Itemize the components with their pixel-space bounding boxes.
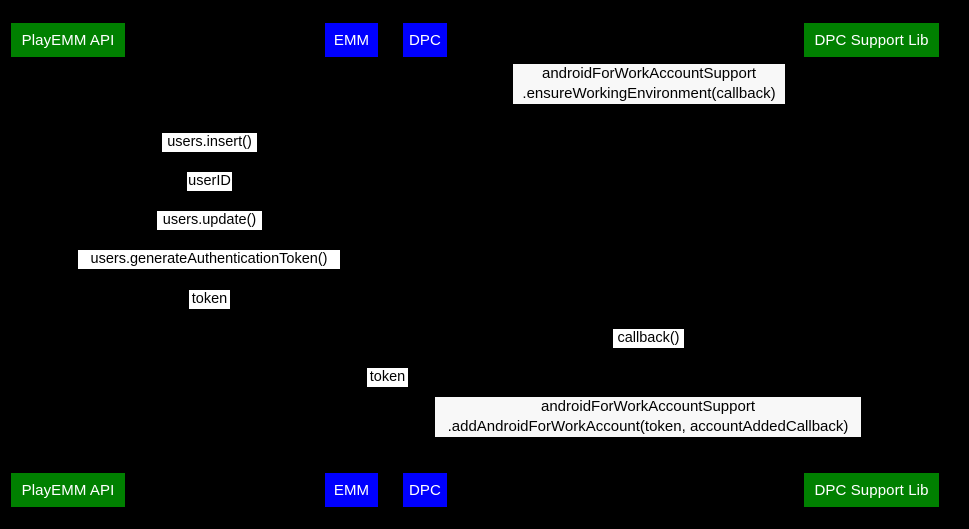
participant-footer-emm[interactable]: EMM	[325, 473, 378, 507]
message-label-users-update: users.update()	[157, 211, 262, 230]
participant-header-emm[interactable]: EMM	[325, 23, 378, 57]
participant-label: PlayEMM API	[21, 31, 115, 49]
message-label-users-generate-authentication-token: users.generateAuthenticationToken()	[78, 250, 340, 269]
participant-footer-playemm-api[interactable]: PlayEMM API	[11, 473, 125, 507]
message-label-line-1: users.generateAuthenticationToken()	[90, 251, 328, 267]
participant-header-playemm-api[interactable]: PlayEMM API	[11, 23, 125, 57]
message-label-line-1: userID	[188, 173, 231, 189]
message-label-line-2: .ensureWorkingEnvironment(callback)	[522, 85, 776, 102]
participant-footer-dpc-support-lib[interactable]: DPC Support Lib	[804, 473, 939, 507]
message-label-add-android-for-work-account: androidForWorkAccountSupport .addAndroidF…	[435, 397, 861, 437]
message-label-token-to-emm: token	[189, 290, 230, 309]
lifeline-playemm-api	[68, 57, 69, 473]
message-label-callback: callback()	[613, 329, 684, 348]
message-label-line-1: callback()	[617, 330, 680, 346]
message-label-users-insert: users.insert()	[162, 133, 257, 152]
participant-label: EMM	[333, 481, 370, 499]
participant-label: DPC	[409, 31, 441, 49]
message-label-user-id: userID	[187, 172, 232, 191]
lifeline-dpc	[425, 57, 426, 473]
message-label-line-1: androidForWorkAccountSupport	[541, 398, 755, 415]
participant-header-dpc-support-lib[interactable]: DPC Support Lib	[804, 23, 939, 57]
participant-label: DPC Support Lib	[814, 481, 929, 499]
participant-header-dpc[interactable]: DPC	[403, 23, 447, 57]
participant-footer-dpc[interactable]: DPC	[403, 473, 447, 507]
message-label-ensure-working-environment: androidForWorkAccountSupport .ensureWorki…	[513, 64, 785, 104]
participant-label: DPC Support Lib	[814, 31, 929, 49]
message-label-line-1: users.update()	[162, 212, 257, 228]
message-label-line-1: users.insert()	[167, 134, 252, 150]
participant-label: EMM	[333, 31, 370, 49]
message-label-token-to-dpc: token	[367, 368, 408, 387]
participant-label: DPC	[409, 481, 441, 499]
participant-label: PlayEMM API	[21, 481, 115, 499]
message-label-line-2: .addAndroidForWorkAccount(token, account…	[447, 418, 849, 435]
message-label-line-1: androidForWorkAccountSupport	[542, 65, 756, 82]
message-label-line-1: token	[191, 291, 228, 307]
lifeline-emm	[351, 57, 352, 473]
message-label-line-1: token	[369, 369, 406, 385]
lifeline-dpc-support-lib	[871, 57, 872, 473]
